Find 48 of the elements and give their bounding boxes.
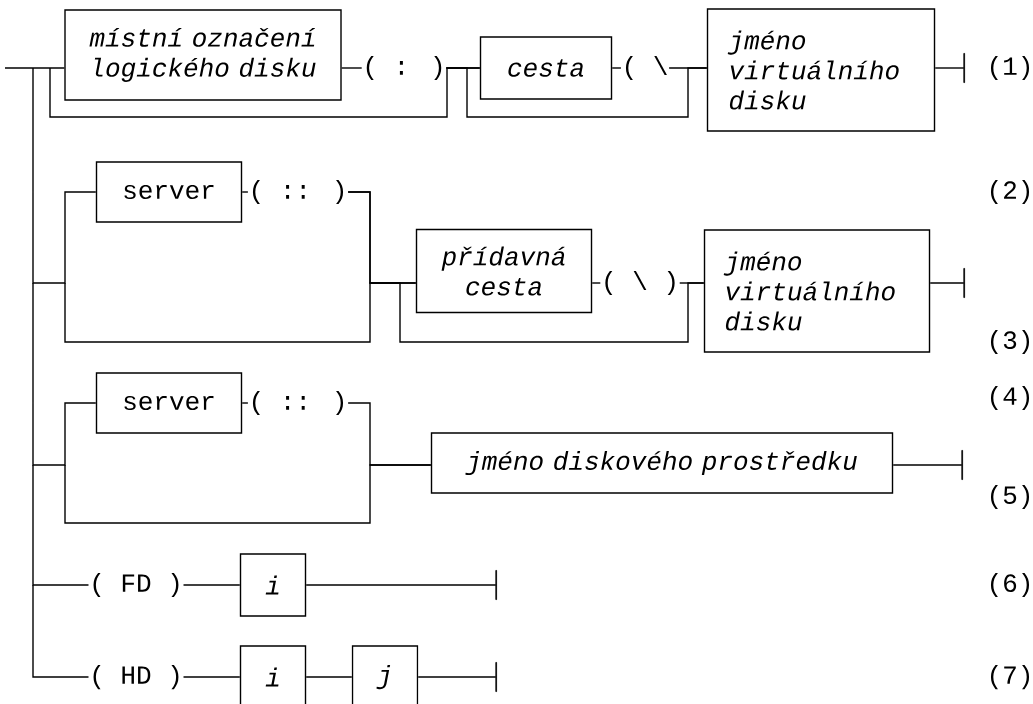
- syntax-box: jméno virtuálního disku: [706, 8, 936, 132]
- literal-token: ( :: ): [252, 390, 343, 416]
- railroad-line: [64, 464, 432, 524]
- literal-token: ( \ ): [605, 270, 675, 296]
- syntax-box: server: [95, 372, 243, 434]
- railroad-line: [4, 67, 65, 69]
- row-number: (1): [990, 55, 1030, 81]
- railroad-line: [182, 584, 241, 586]
- railroad-line: [32, 584, 90, 678]
- literal-token: ( \: [625, 55, 667, 81]
- row-number: (7): [990, 664, 1030, 690]
- railroad-line: [341, 67, 363, 69]
- railroad-line: [417, 662, 497, 692]
- railroad-line: [241, 191, 249, 193]
- railroad-line: [182, 676, 241, 678]
- railroad-line: [929, 268, 965, 298]
- railroad-line: [241, 402, 249, 404]
- literal-token: ( HD ): [93, 664, 179, 690]
- row-number: (6): [990, 572, 1030, 598]
- railroad-line: [64, 282, 417, 343]
- railroad-line: [49, 67, 481, 118]
- syntax-box: jméno diskového prostředku: [430, 432, 894, 494]
- railroad-line: [347, 191, 705, 343]
- railroad-line: [892, 450, 963, 480]
- syntax-box: j: [351, 645, 419, 704]
- railroad-line: [32, 464, 90, 586]
- railroad-line: [32, 67, 97, 284]
- railroad-line: [445, 67, 708, 118]
- syntax-box: server: [95, 161, 243, 223]
- row-number: (5): [990, 484, 1030, 510]
- railroad-line: [305, 676, 353, 678]
- literal-token: ( : ): [366, 55, 442, 81]
- railroad-line: [934, 53, 965, 83]
- literal-token: ( FD ): [93, 572, 179, 598]
- railroad-line: [591, 282, 601, 284]
- syntax-box: přídavná cesta: [415, 228, 593, 314]
- syntax-box: jméno virtuálního disku: [703, 229, 931, 353]
- syntax-box: cesta: [479, 36, 613, 100]
- railroad-line: [305, 570, 497, 600]
- literal-token: ( :: ): [252, 179, 343, 205]
- row-number: (2): [990, 179, 1030, 205]
- syntax-box: místní označení logického disku: [64, 9, 342, 101]
- syntax-box: i: [239, 553, 307, 617]
- railroad-line: [611, 67, 622, 69]
- syntax-box: i: [239, 645, 307, 704]
- railroad-line: [32, 282, 97, 466]
- row-number: (4): [990, 385, 1030, 411]
- row-number: (3): [990, 329, 1030, 355]
